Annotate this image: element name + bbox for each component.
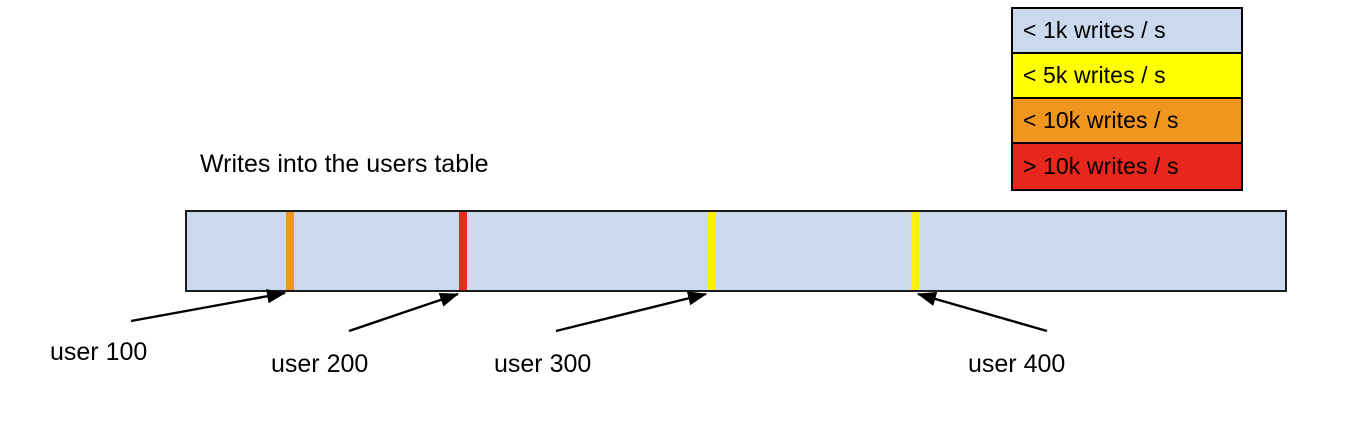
legend-item-gt-10k: > 10k writes / s: [1013, 144, 1241, 189]
callout-label-user-200: user 200: [271, 350, 369, 378]
legend-item-label: < 5k writes / s: [1023, 62, 1166, 88]
callout-label-user-300: user 300: [494, 350, 592, 378]
users-table-bar: [185, 210, 1287, 292]
callout-label-user-400: user 400: [968, 350, 1066, 378]
user-100-marker: [286, 212, 294, 290]
user-200-arrow: [348, 292, 460, 333]
user-400-arrow: [916, 292, 1048, 333]
legend-item-lt-1k: < 1k writes / s: [1013, 9, 1241, 54]
user-300-arrow: [555, 291, 708, 333]
user-300-marker: [708, 212, 716, 290]
page-title: Writes into the users table: [200, 150, 489, 178]
legend: < 1k writes / s < 5k writes / s < 10k wr…: [1011, 7, 1243, 191]
legend-item-lt-10k: < 10k writes / s: [1013, 99, 1241, 144]
legend-item-label: < 10k writes / s: [1023, 107, 1179, 133]
legend-item-label: < 1k writes / s: [1023, 17, 1166, 43]
user-200-marker: [459, 212, 467, 290]
legend-item-lt-5k: < 5k writes / s: [1013, 54, 1241, 99]
user-400-marker: [911, 212, 919, 290]
user-100-arrow: [130, 289, 287, 323]
callout-label-user-100: user 100: [50, 338, 148, 366]
legend-item-label: > 10k writes / s: [1023, 153, 1179, 179]
